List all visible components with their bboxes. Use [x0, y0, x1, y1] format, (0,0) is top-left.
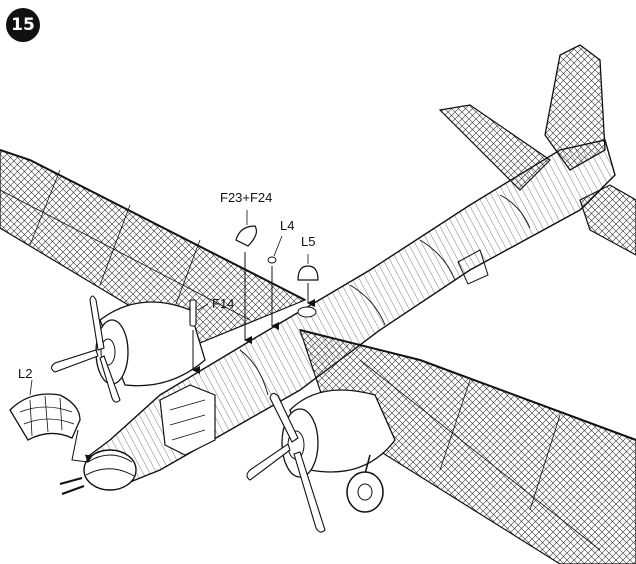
right-propeller [246, 392, 326, 533]
left-propeller [50, 295, 121, 403]
part-l5 [297, 254, 319, 307]
left-wing [0, 149, 307, 346]
callout-f23-f24: F23+F24 [220, 190, 273, 205]
step-number: 15 [11, 15, 35, 35]
main-landing-gear [346, 454, 384, 513]
callout-f14: F14 [212, 296, 235, 311]
cockpit-opening [159, 384, 216, 456]
part-f14 [189, 299, 209, 374]
left-engine [95, 301, 206, 387]
fuselage [89, 139, 616, 491]
callout-l5: L5 [301, 234, 316, 249]
right-engine [281, 389, 396, 478]
nose-turret [59, 449, 137, 495]
part-l2 [9, 379, 93, 463]
callout-l2: L2 [18, 366, 33, 381]
callout-l4: L4 [280, 218, 295, 233]
step-number-badge: 15 [6, 8, 40, 42]
part-l4 [267, 235, 283, 330]
part-f23-f24 [235, 210, 258, 344]
